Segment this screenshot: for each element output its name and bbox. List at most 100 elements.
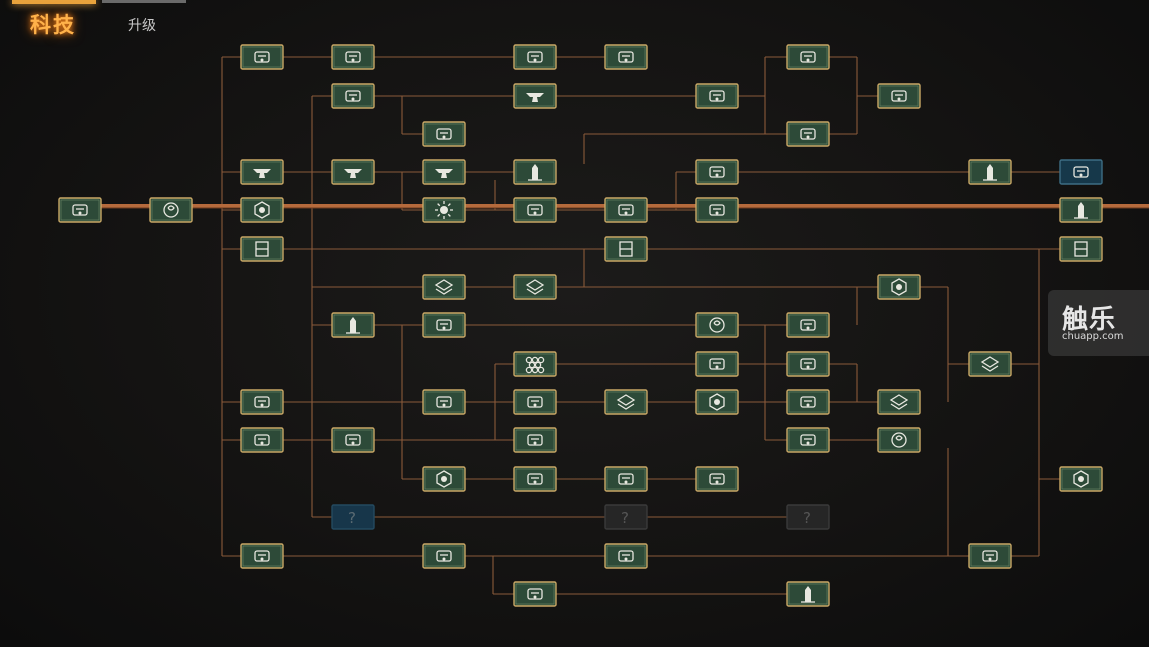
tech-node[interactable] (513, 197, 557, 223)
tech-node[interactable] (695, 312, 739, 338)
funnel-icon (345, 434, 361, 446)
tech-node[interactable] (968, 351, 1012, 377)
tech-node[interactable] (604, 466, 648, 492)
tech-node[interactable] (513, 159, 557, 185)
glyph-part (260, 58, 264, 62)
tech-node[interactable] (877, 427, 921, 453)
glyph-part (163, 202, 179, 218)
tech-node[interactable] (786, 581, 830, 607)
tech-node[interactable] (331, 44, 375, 70)
tab-tech[interactable]: 科技 (12, 0, 96, 44)
tech-node[interactable] (513, 389, 557, 415)
tech-node-inner (788, 314, 828, 336)
tech-node[interactable] (240, 427, 284, 453)
tech-node[interactable] (1059, 466, 1103, 492)
tech-node-frame (604, 44, 648, 70)
crate-icon (345, 51, 361, 63)
tech-node-frame (240, 389, 284, 415)
tech-node-frame (422, 274, 466, 300)
tech-node[interactable] (1059, 197, 1103, 223)
tech-node[interactable] (968, 543, 1012, 569)
tech-node[interactable] (513, 83, 557, 109)
tech-node[interactable] (513, 44, 557, 70)
glyph-part (806, 135, 810, 139)
tech-node-frame (240, 543, 284, 569)
tech-node[interactable] (513, 427, 557, 453)
tech-node-inner (788, 46, 828, 68)
tech-node[interactable] (786, 389, 830, 415)
tech-node[interactable] (695, 83, 739, 109)
tech-node[interactable]: ? (331, 504, 375, 530)
tech-node-inner (515, 199, 555, 221)
tech-node[interactable] (240, 543, 284, 569)
bottle-icon (618, 51, 634, 63)
glyph-part (72, 204, 88, 216)
tech-node[interactable] (422, 543, 466, 569)
tech-node[interactable] (331, 427, 375, 453)
tech-node[interactable] (786, 427, 830, 453)
tech-node-frame (513, 44, 557, 70)
silo-icon (528, 164, 542, 181)
tab-upgrade[interactable]: 升级 (102, 0, 186, 44)
tree-nodes: ??? (58, 44, 1103, 607)
tech-node-frame (513, 389, 557, 415)
tech-node[interactable] (331, 312, 375, 338)
tech-node[interactable] (422, 274, 466, 300)
tech-node[interactable] (695, 197, 739, 223)
tech-node[interactable] (513, 581, 557, 607)
tech-node[interactable] (240, 44, 284, 70)
glyph-part (260, 557, 264, 561)
tech-node[interactable] (786, 351, 830, 377)
tech-node[interactable] (240, 389, 284, 415)
glyph-part (533, 58, 537, 62)
tech-node[interactable] (331, 159, 375, 185)
tech-node[interactable] (422, 159, 466, 185)
tech-node-inner (1061, 238, 1101, 260)
glyph-part (709, 393, 725, 411)
tech-node[interactable] (786, 121, 830, 147)
tech-node[interactable] (968, 159, 1012, 185)
tech-node-inner (242, 545, 282, 567)
glyph-part: ? (348, 509, 356, 527)
tech-node[interactable]: ? (604, 504, 648, 530)
tech-node[interactable] (422, 466, 466, 492)
tech-node[interactable] (604, 44, 648, 70)
tech-node[interactable] (422, 389, 466, 415)
tech-node[interactable] (1059, 159, 1103, 185)
tech-node[interactable] (786, 44, 830, 70)
tech-node[interactable] (513, 466, 557, 492)
tech-node[interactable] (604, 389, 648, 415)
tech-node[interactable] (695, 466, 739, 492)
glyph-part (1078, 476, 1084, 482)
glyph-part (980, 356, 1000, 368)
tech-node[interactable] (1059, 236, 1103, 262)
tech-node[interactable] (422, 197, 466, 223)
tech-node[interactable] (422, 121, 466, 147)
glyph-part (254, 51, 270, 63)
cube-icon (616, 394, 636, 410)
tech-node[interactable] (604, 197, 648, 223)
tech-node[interactable] (695, 389, 739, 415)
tech-node[interactable] (695, 159, 739, 185)
tech-node[interactable] (877, 389, 921, 415)
tech-node[interactable] (240, 197, 284, 223)
tech-node[interactable] (513, 274, 557, 300)
tech-node[interactable]: ? (786, 504, 830, 530)
tech-node[interactable] (604, 543, 648, 569)
tech-node[interactable] (422, 312, 466, 338)
tech-node[interactable] (240, 236, 284, 262)
tech-node[interactable] (786, 312, 830, 338)
tech-node[interactable] (240, 159, 284, 185)
glyph-part (527, 473, 543, 485)
tech-node[interactable] (513, 351, 557, 377)
tech-node-inner (333, 161, 373, 183)
tech-node[interactable] (331, 83, 375, 109)
door-icon (619, 241, 633, 257)
tech-node[interactable] (58, 197, 102, 223)
tech-node[interactable] (604, 236, 648, 262)
tech-node[interactable] (877, 274, 921, 300)
tech-node[interactable] (877, 83, 921, 109)
tech-node-frame (786, 121, 830, 147)
tech-node[interactable] (149, 197, 193, 223)
tech-node[interactable] (695, 351, 739, 377)
